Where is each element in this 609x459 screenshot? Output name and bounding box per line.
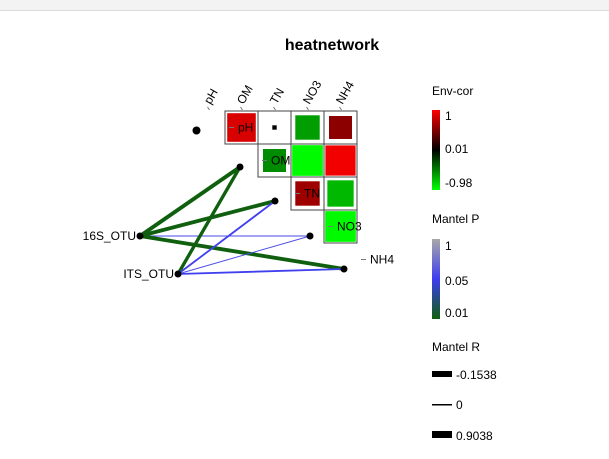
- legend-mantel-r-tick-3: 0.9038: [456, 429, 493, 443]
- source-label-16S_OTU: 16S_OTU: [83, 229, 136, 243]
- legend-mantel-r-key-2: [432, 404, 452, 406]
- top-label-NH4: NH4: [333, 78, 357, 106]
- node-OM: [236, 163, 244, 171]
- link-16S_OTU-NH4: [138, 234, 346, 271]
- legend-env-cor-tick-mid: 0.01: [445, 142, 469, 156]
- cell-OM-NO3: [292, 145, 323, 176]
- link-ITS_OTU-NH4: [177, 268, 345, 275]
- top-tick-TN: [273, 106, 276, 111]
- node-NO3: [306, 232, 314, 240]
- top-label-OM: OM: [234, 83, 256, 107]
- source-label-ITS_OTU: ITS_OTU: [123, 267, 174, 281]
- legend-mantel-r: Mantel R -0.1538 0 0.9038: [432, 340, 497, 443]
- legend-env-cor-colorbar: [432, 110, 440, 190]
- top-label-NO3: NO3: [300, 78, 325, 107]
- top-tick-NH4: [339, 106, 342, 111]
- correlation-heatmap: [192, 110, 358, 244]
- browser-top-strip: [0, 0, 609, 11]
- cell-TN-NH4: [327, 180, 354, 207]
- link-ITS_OTU-TN: [177, 200, 276, 275]
- top-label-TN: TN: [267, 86, 287, 107]
- network-nodes: 16S_OTU ITS_OTU: [83, 163, 348, 281]
- right-label-TN: TN: [304, 187, 320, 201]
- cell-pH-NH4: [329, 116, 352, 139]
- diag-point-pH: [192, 126, 201, 135]
- cell-pH-NO3: [295, 115, 320, 140]
- top-tick-pH: [207, 106, 210, 111]
- legend-mantel-p-title: Mantel P: [432, 212, 479, 226]
- link-16S_OTU-OM: [138, 165, 242, 238]
- node-16S_OTU: [136, 232, 144, 240]
- legend-env-cor: Env-cor 1 0.01 -0.98: [432, 84, 473, 190]
- node-NH4: [340, 265, 348, 273]
- legend-mantel-r-tick-1: -0.1538: [456, 368, 497, 382]
- node-ITS_OTU: [174, 270, 182, 278]
- legend-mantel-p-tick-low: 0.01: [445, 306, 469, 320]
- legend-env-cor-tick-high: 1: [445, 109, 452, 123]
- link-ITS_OTU-NO3: [177, 235, 311, 275]
- legend-mantel-p-tick-mid: 0.05: [445, 274, 469, 288]
- link-ITS_OTU-OM: [176, 165, 242, 276]
- legend-env-cor-title: Env-cor: [432, 84, 473, 98]
- top-tick-OM: [240, 106, 243, 111]
- legend-mantel-r-key-1: [432, 371, 452, 377]
- top-tick-NO3: [306, 106, 309, 111]
- cell-OM-NH4: [325, 145, 356, 176]
- legend: Env-cor 1 0.01 -0.98 Mantel P 1 0.05 0.0…: [432, 84, 497, 443]
- mantel-links: [138, 165, 346, 276]
- top-label-pH: pH: [201, 86, 221, 106]
- legend-env-cor-tick-low: -0.98: [445, 176, 473, 190]
- legend-mantel-p-tick-high: 1: [445, 239, 452, 253]
- legend-mantel-p-colorbar: [432, 239, 440, 319]
- legend-mantel-r-tick-2: 0: [456, 398, 463, 412]
- right-label-NH4: NH4: [370, 253, 394, 267]
- cell-OM-TN: [263, 149, 286, 172]
- legend-mantel-r-title: Mantel R: [432, 340, 480, 354]
- right-label-NO3: NO3: [337, 220, 362, 234]
- right-label-OM: OM: [271, 154, 290, 168]
- right-label-pH: pH: [238, 121, 253, 135]
- legend-mantel-r-key-3: [432, 431, 452, 438]
- link-16S_OTU-TN: [138, 199, 277, 238]
- cell-frame-NO3-NH4: [323, 209, 358, 244]
- cell-pH-TN: [272, 125, 277, 130]
- legend-mantel-p: Mantel P 1 0.05 0.01: [432, 212, 479, 320]
- chart-title: heatnetwork: [285, 37, 379, 54]
- node-TN: [271, 197, 279, 205]
